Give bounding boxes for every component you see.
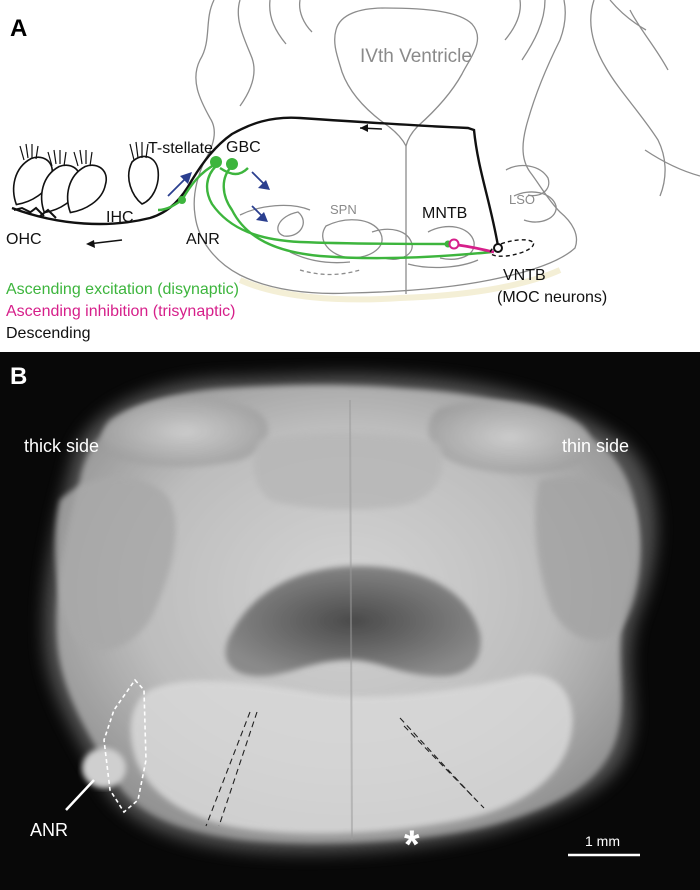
moc-neuron — [493, 243, 503, 253]
thick-side-label: thick side — [24, 436, 99, 456]
anr-outline — [103, 678, 147, 814]
section-shading — [238, 267, 562, 303]
scale-bar: 1 mm — [568, 833, 640, 857]
ihc-label: IHC — [106, 209, 134, 226]
brainstem-slice-photo — [44, 374, 657, 854]
t-stellate-soma — [210, 156, 222, 168]
anr-label-b: ANR — [30, 820, 68, 840]
inner-hair-cell — [127, 141, 160, 205]
t-stellate-label: T-stellate — [148, 140, 213, 157]
ohc-label: OHC — [6, 231, 42, 248]
spn-label: SPN — [330, 202, 357, 217]
gbc-soma — [226, 158, 238, 170]
ascending-inhibition-pathway — [448, 238, 495, 254]
mntb-label: MNTB — [422, 205, 467, 222]
brainstem-outline — [193, 0, 700, 295]
asterisk-marker: * — [404, 823, 420, 867]
vntb-region — [489, 239, 535, 257]
anr-pointer-line — [65, 779, 95, 811]
vntb-label: VNTB — [503, 267, 546, 284]
anr-label-a: ANR — [186, 231, 220, 248]
descending-pathway — [11, 116, 500, 248]
anf-terminal — [178, 196, 186, 204]
legend: Ascending excitation (disynaptic) Ascend… — [6, 281, 239, 342]
thin-side-label: thin side — [562, 436, 629, 456]
outer-hair-cells — [12, 143, 108, 214]
direction-arrows — [167, 171, 270, 222]
panel-b-letter: B — [10, 363, 27, 390]
gbc-label: GBC — [226, 139, 261, 156]
panel-b: B — [0, 352, 700, 890]
legend-descending: Descending — [6, 325, 91, 342]
legend-inhibition: Ascending inhibition (trisynaptic) — [6, 303, 235, 320]
legend-excitation: Ascending excitation (disynaptic) — [6, 281, 239, 298]
panel-a: A — [6, 0, 700, 342]
scale-bar-label: 1 mm — [585, 833, 620, 849]
electrode-tracks — [205, 711, 485, 827]
ventricle-label: IVth Ventricle — [360, 46, 472, 67]
panel-a-letter: A — [10, 15, 27, 42]
lso-label: LSO — [509, 192, 535, 207]
moc-label: (MOC neurons) — [497, 289, 607, 306]
mntb-soma — [448, 238, 460, 250]
